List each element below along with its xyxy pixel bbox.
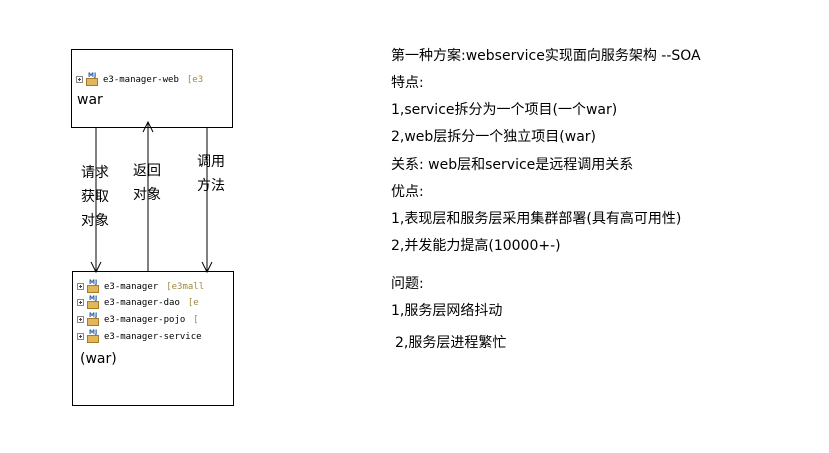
notes-title: 第一种方案:webservice实现面向服务架构 --SOA xyxy=(391,48,701,64)
expand-icon[interactable] xyxy=(77,283,84,290)
tree-row[interactable]: MJ e3-manager-pojo [ xyxy=(77,312,199,326)
maven-project-icon: MJ xyxy=(86,312,100,326)
project-name: e3-manager-pojo xyxy=(104,314,186,325)
project-name: e3-manager-service xyxy=(104,331,202,342)
tree-row[interactable]: MJ e3-manager-dao [e xyxy=(77,295,199,309)
project-name: e3-manager xyxy=(104,281,159,292)
tree-row[interactable]: MJ e3-manager [e3mall xyxy=(77,279,205,293)
project-name: e3-manager-dao xyxy=(104,297,180,308)
return-arrowhead xyxy=(142,120,154,133)
notes-line: 2,web层拆分一个独立项目(war) xyxy=(391,129,597,145)
expand-icon[interactable] xyxy=(76,76,83,83)
maven-project-icon: MJ xyxy=(86,329,100,343)
request-arrowhead xyxy=(90,261,102,274)
notes-line: 2,并发能力提高(10000+-) xyxy=(391,238,561,254)
notes-line: 1,表现层和服务层采用集群部署(具有高可用性) xyxy=(391,211,682,227)
maven-project-icon: MJ xyxy=(86,295,100,309)
request-label: 请求获取对象 xyxy=(81,165,109,229)
expand-icon[interactable] xyxy=(77,333,84,340)
maven-project-icon: MJ xyxy=(85,72,99,86)
web-project-box: MJ e3-manager-web [e3 war xyxy=(71,49,233,128)
project-tag: [ xyxy=(193,314,199,325)
notes-line: 关系: web层和service是远程调用关系 xyxy=(391,157,634,173)
notes-line: 2,服务层进程繁忙 xyxy=(395,335,507,351)
notes-line: 特点: xyxy=(391,75,424,91)
expand-icon[interactable] xyxy=(77,316,84,323)
notes-line: 问题: xyxy=(391,276,424,292)
project-tag: [e3mall xyxy=(166,281,205,292)
war-label: war xyxy=(77,92,103,108)
project-name: e3-manager-web xyxy=(103,74,179,85)
call-arrowhead xyxy=(201,261,213,274)
service-project-box: MJ e3-manager [e3mall MJ e3-manager-dao … xyxy=(72,271,234,406)
war-label: (war) xyxy=(80,351,117,367)
project-tag: [e3 xyxy=(186,74,204,85)
notes-line: 1,服务层网络抖动 xyxy=(391,303,503,319)
maven-project-icon: MJ xyxy=(86,279,100,293)
notes-line: 1,service拆分为一个项目(一个war) xyxy=(391,102,618,118)
return-label: 返回对象 xyxy=(133,163,161,203)
notes-line: 优点: xyxy=(391,184,424,200)
expand-icon[interactable] xyxy=(77,299,84,306)
project-tag: [e xyxy=(187,297,199,308)
tree-row-web[interactable]: MJ e3-manager-web [e3 xyxy=(76,72,204,86)
tree-row[interactable]: MJ e3-manager-service xyxy=(77,329,210,343)
call-label: 调用方法 xyxy=(197,154,225,194)
